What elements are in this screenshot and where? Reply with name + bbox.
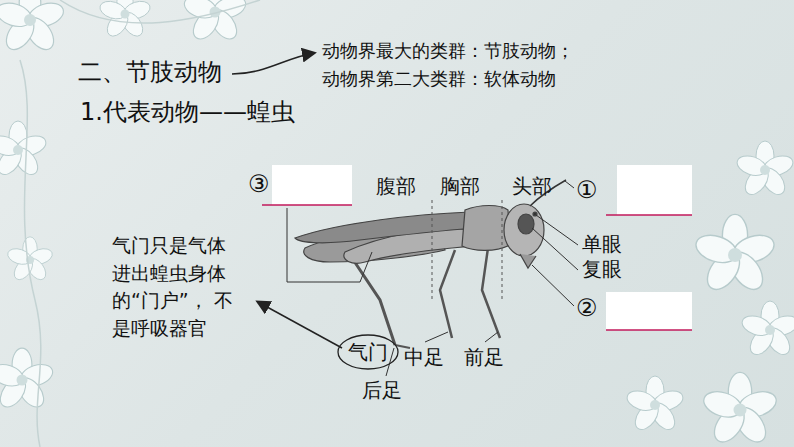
fact-text: 动物界最大的类群：节肢动物；	[322, 40, 574, 62]
grasshopper-figure	[295, 180, 566, 348]
section-heading: 1.代表动物——蝗虫	[80, 98, 295, 127]
part-label: 腹部	[376, 174, 416, 198]
pointer-arrow	[258, 302, 342, 348]
blank-box	[606, 292, 692, 330]
pointer-arrow	[232, 53, 314, 74]
slide-heading: 二、节肢动物	[78, 58, 222, 87]
part-label: 中足	[404, 345, 444, 369]
blank-box	[272, 165, 352, 205]
callout-number: ①	[576, 176, 598, 205]
part-label: 复眼	[582, 257, 622, 281]
note-text: 气门只是气体 进出蝗虫身体 的“门户”， 不是呼吸器官	[112, 232, 236, 342]
part-label: 头部	[512, 174, 552, 198]
leader-line	[287, 181, 578, 376]
callout-number: ②	[576, 294, 598, 323]
part-label: 单眼	[582, 232, 622, 256]
callout-number: ③	[248, 170, 270, 199]
circled-label: 气门	[338, 335, 398, 369]
part-label: 胸部	[440, 174, 480, 198]
part-label: 前足	[464, 345, 504, 369]
fact-text: 动物界第二大类群：软体动物	[322, 68, 556, 90]
node-text: 气门	[338, 340, 398, 364]
blank-box	[617, 165, 692, 215]
part-label: 后足	[362, 378, 402, 402]
